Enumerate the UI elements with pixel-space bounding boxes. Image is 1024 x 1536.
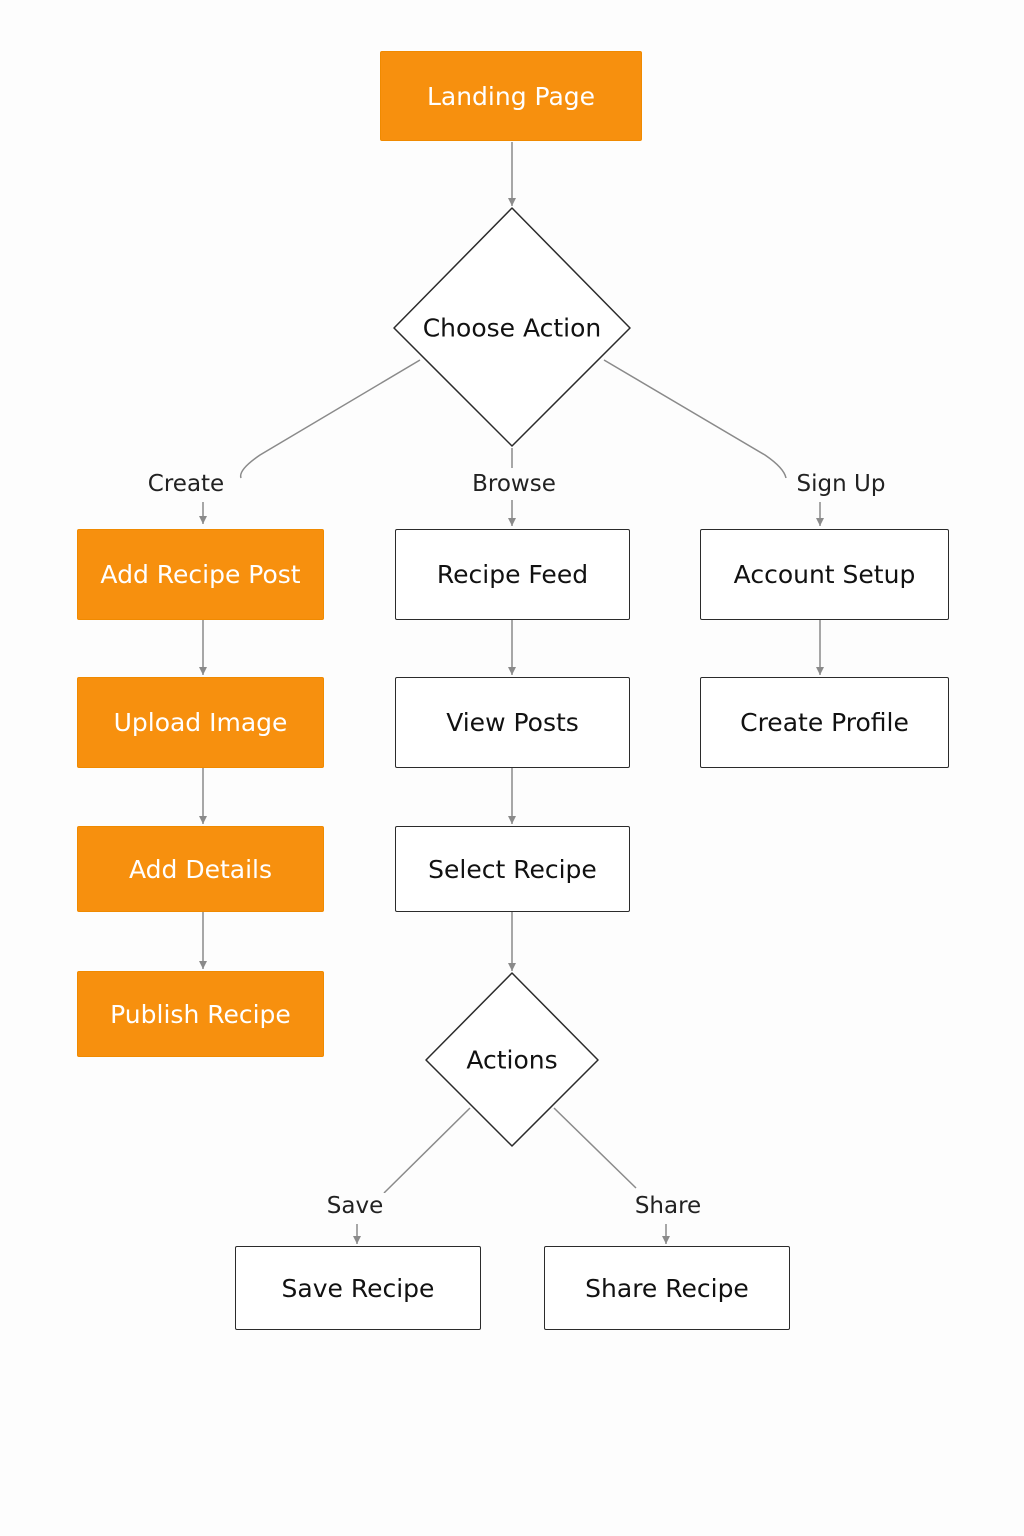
select-recipe-node: Select Recipe [395, 826, 630, 912]
choose-action-diamond-shape [393, 207, 631, 447]
recipe-feed-node: Recipe Feed [395, 529, 630, 620]
view-posts-node: View Posts [395, 677, 630, 768]
edge-actions-to-share-label [553, 1107, 637, 1189]
account-setup-node: Account Setup [700, 529, 949, 620]
publish-recipe-node: Publish Recipe [77, 971, 324, 1057]
edge-label-save: Save [323, 1193, 387, 1219]
upload-image-node: Upload Image [77, 677, 324, 768]
add-recipe-post-node: Add Recipe Post [77, 529, 324, 620]
edge-label-share: Share [631, 1193, 705, 1219]
edge-label-browse: Browse [469, 471, 559, 497]
save-recipe-node: Save Recipe [235, 1246, 481, 1330]
share-recipe-node: Share Recipe [544, 1246, 790, 1330]
edge-actions-to-save-label [383, 1107, 471, 1194]
choose-action-label: Choose Action [422, 313, 602, 343]
create-profile-node: Create Profile [700, 677, 949, 768]
edge-label-create: Create [144, 471, 228, 497]
edge-choose-to-create-label [239, 359, 421, 479]
actions-diamond-shape [425, 972, 599, 1147]
landing-page-node: Landing Page [380, 51, 642, 141]
edge-label-sign-up: Sign Up [793, 471, 889, 497]
actions-label: Actions [466, 1045, 558, 1075]
add-details-node: Add Details [77, 826, 324, 912]
edge-choose-to-signup-label [603, 359, 787, 479]
